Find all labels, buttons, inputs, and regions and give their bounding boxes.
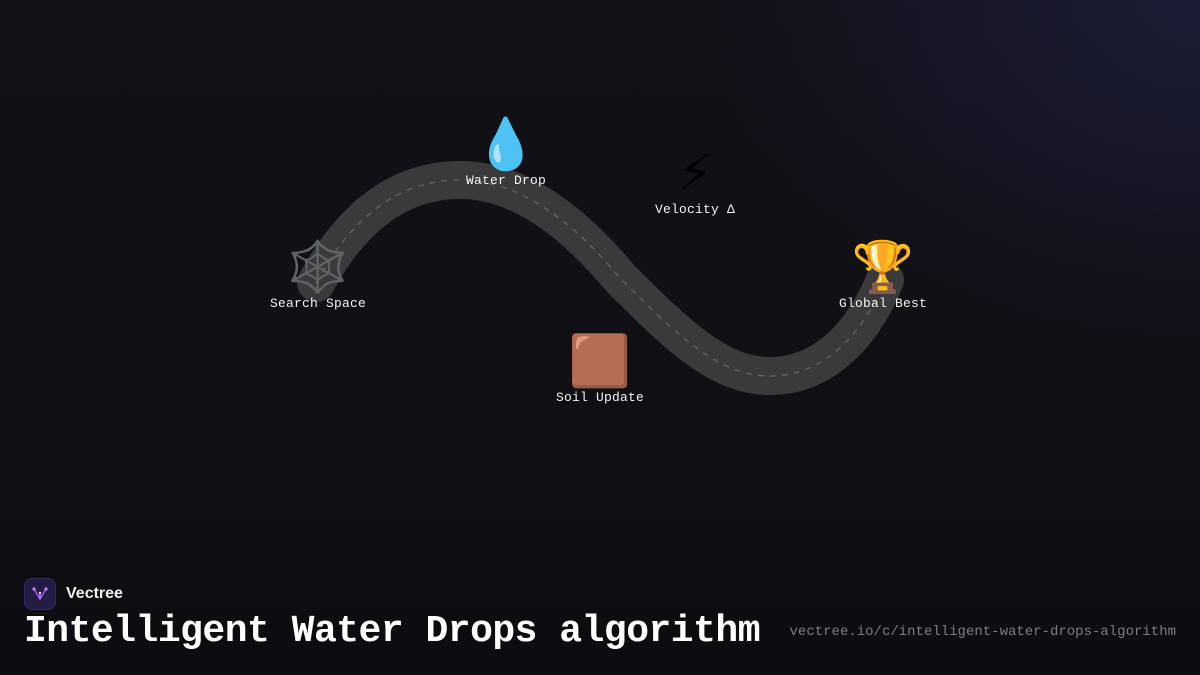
node-label: Search Space — [269, 296, 366, 311]
node-soil-update: 🟫 Soil Update — [520, 332, 680, 405]
node-label: Water Drop — [465, 173, 546, 188]
node-label: Global Best — [838, 296, 927, 311]
brand-name: Vectree — [66, 585, 123, 602]
vectree-logo-mark — [32, 587, 48, 600]
node-label: Soil Update — [555, 390, 644, 405]
node-search-space: 🕸️ Search Space — [238, 238, 398, 311]
page-title: Intelligent Water Drops algorithm — [24, 610, 761, 653]
brand: Vectree — [24, 577, 123, 611]
node-global-best: 🏆 Global Best — [803, 238, 963, 311]
lightning-icon: ⚡ — [677, 144, 713, 202]
node-water-drop: 💧 Water Drop — [426, 115, 586, 188]
spider-web-icon: 🕸️ — [286, 238, 350, 296]
brown-square-icon: 🟫 — [568, 332, 632, 390]
road-centerline — [315, 179, 886, 377]
source-url[interactable]: vectree.io/c/intelligent-water-drops-alg… — [789, 624, 1176, 640]
node-velocity: ⚡ Velocity Δ — [615, 144, 775, 217]
node-label: Velocity Δ — [654, 202, 735, 217]
vectree-logo-icon — [24, 578, 56, 610]
trophy-icon: 🏆 — [851, 238, 915, 296]
droplet-icon: 💧 — [474, 115, 538, 173]
